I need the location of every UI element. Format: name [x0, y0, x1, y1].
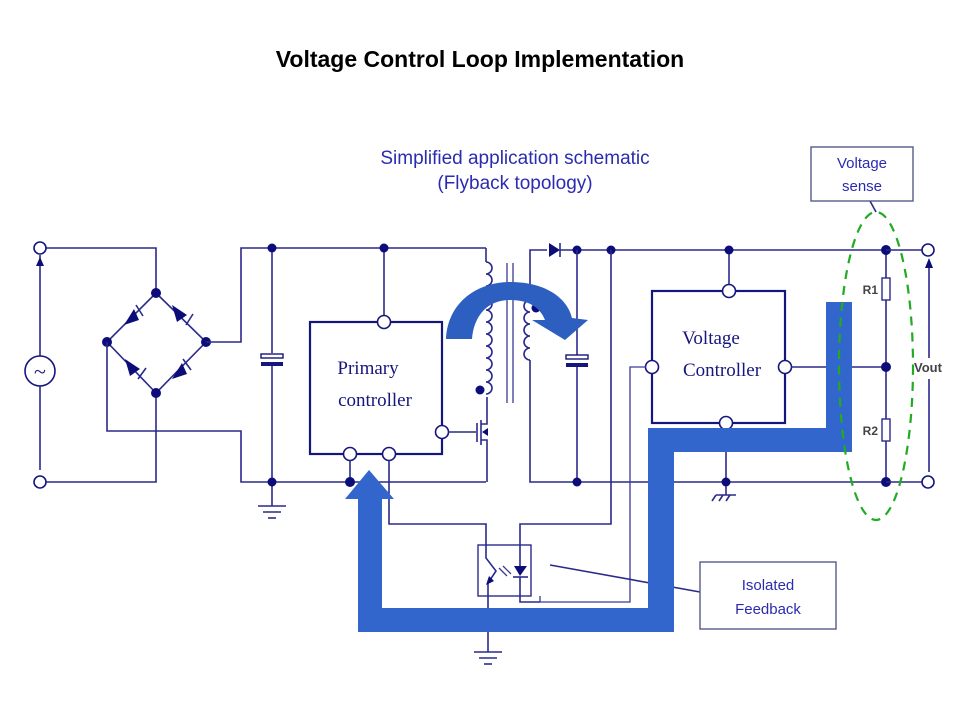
schematic-subtitle: Simplified application schematic (Flybac…	[330, 146, 700, 196]
energy-transfer-arrow	[446, 282, 588, 340]
output-capacitor	[565, 354, 589, 360]
diode-icon	[549, 243, 561, 257]
resistor-r2	[881, 418, 891, 442]
node-dot	[724, 245, 734, 255]
pin-gnd	[342, 446, 358, 462]
led-cathode-wire	[539, 366, 646, 603]
led-anode-wire	[519, 250, 612, 548]
node-dot	[267, 477, 277, 487]
mosfet-icon	[448, 397, 488, 482]
transfer-arc-arrow	[446, 282, 588, 340]
vout-terminal-bottom	[921, 475, 935, 489]
feedback-leader-line	[549, 564, 701, 593]
primary-label-1: Primary	[337, 358, 399, 379]
r1-label: R1	[863, 283, 879, 297]
primary-controller-box	[308, 320, 444, 456]
pin-gnd	[718, 415, 734, 431]
node-dot	[151, 388, 161, 398]
optocoupler-box	[477, 544, 532, 597]
vout-label: Vout	[914, 360, 943, 375]
pin-vcc	[376, 314, 392, 330]
voltage-sense-line-1: Voltage	[837, 155, 887, 172]
diode-icon	[172, 358, 192, 379]
vout-arrow-icon	[925, 258, 933, 268]
primary-winding	[485, 261, 493, 395]
voltage-divider: R1 R2 Vout	[863, 243, 943, 489]
bridge-diamond	[105, 291, 208, 395]
diode-icon	[172, 305, 194, 326]
dc-bus-wire	[206, 247, 486, 343]
ac-bottom-wire	[46, 393, 157, 483]
ground-icon	[474, 651, 502, 665]
r2-label: R2	[863, 424, 879, 438]
fb-wire	[388, 460, 487, 548]
isolated-feedback-callout: Isolated Feedback	[699, 561, 837, 630]
secondary-winding	[523, 299, 531, 361]
ac-terminal-top	[33, 241, 47, 255]
node-dot	[572, 477, 582, 487]
isolated-feedback-line-2: Feedback	[735, 601, 801, 618]
voltage-label-2: Controller	[683, 360, 762, 381]
polarity-dot	[475, 385, 485, 395]
pin-out	[644, 359, 660, 375]
isolated-feedback-box	[699, 561, 837, 630]
subtitle-line-1: Simplified application schematic	[380, 148, 650, 169]
node-dot	[379, 243, 389, 253]
ac-source-icon	[24, 355, 56, 387]
chassis-ground-icon	[711, 486, 736, 502]
voltage-sense-box	[810, 146, 914, 202]
voltage-sense-callout: Voltage sense	[810, 146, 915, 522]
node-dot	[881, 362, 891, 372]
ac-input: ~	[24, 241, 157, 489]
voltage-label-1: Voltage	[682, 328, 740, 349]
dc-return-wire	[106, 342, 486, 483]
primary-label-2: controller	[338, 390, 413, 411]
pin-sense	[777, 359, 793, 375]
primary-controller: Primary controller	[308, 243, 487, 548]
voltage-controller: Voltage Controller	[539, 245, 886, 603]
diode-icon	[125, 359, 147, 380]
optocoupler	[474, 544, 701, 665]
slide-title: Voltage Control Loop Implementation	[275, 46, 685, 72]
bulk-capacitor	[258, 243, 286, 519]
ac-terminal-bottom	[33, 475, 47, 489]
sense-ellipse	[837, 210, 915, 522]
node-dot	[267, 243, 277, 253]
pin-vdd	[721, 283, 737, 299]
diode-icon	[124, 304, 144, 325]
vout-terminal-top	[921, 243, 935, 257]
output-rectifier	[519, 243, 886, 548]
light-rays-icon	[498, 565, 512, 577]
voltage-sense-line-2: sense	[842, 178, 882, 195]
node-dot	[151, 288, 161, 298]
isolated-feedback-line-1: Isolated	[742, 577, 795, 594]
pin-fb	[381, 446, 397, 462]
led-icon	[514, 566, 527, 576]
node-dot	[721, 477, 731, 487]
node-dot	[345, 477, 355, 487]
ac-arrow-icon	[36, 257, 44, 266]
voltage-controller-box	[650, 289, 787, 425]
subtitle-line-2: (Flyback topology)	[437, 173, 593, 194]
ac-source-symbol: ~	[34, 359, 46, 384]
ac-top-wire	[46, 247, 157, 293]
ground-icon	[258, 505, 286, 519]
bridge-rectifier	[102, 247, 486, 483]
resistor-r1	[881, 277, 891, 301]
phototransistor-icon	[485, 548, 497, 652]
pin-gate	[434, 424, 450, 440]
